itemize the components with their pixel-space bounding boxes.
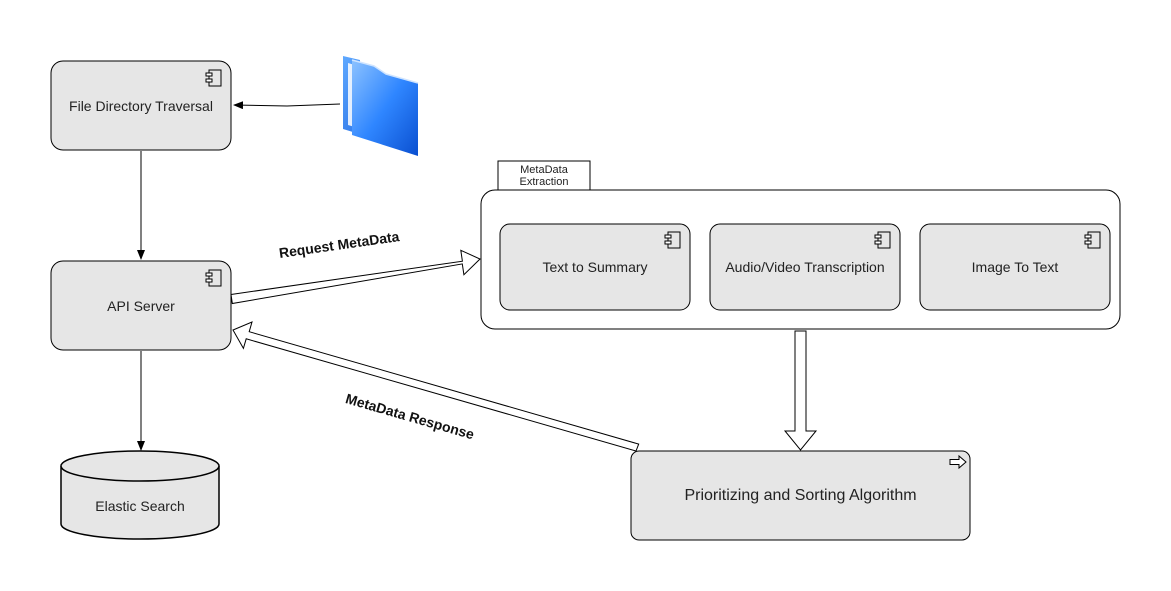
component-icon bbox=[1084, 231, 1101, 249]
component-icon bbox=[205, 269, 222, 287]
file-directory-traversal-box[interactable] bbox=[50, 60, 232, 151]
request-metadata-arrow bbox=[230, 249, 481, 305]
image-to-text-box[interactable] bbox=[919, 223, 1111, 311]
api-server-box[interactable] bbox=[50, 260, 232, 351]
audio-video-transcription-box[interactable] bbox=[709, 223, 901, 311]
metadata-response-arrow bbox=[232, 321, 640, 452]
extraction-to-prioritizing-arrow bbox=[783, 330, 818, 451]
metadata-extraction-tab bbox=[497, 160, 591, 192]
text-to-summary-box[interactable] bbox=[499, 223, 691, 311]
component-icon bbox=[205, 69, 222, 87]
arrow-right-icon bbox=[949, 454, 967, 470]
folder-to-traversal-arrow bbox=[233, 101, 341, 110]
prioritizing-sorting-box[interactable] bbox=[630, 450, 971, 541]
elastic-search-database[interactable] bbox=[60, 450, 220, 540]
component-icon bbox=[664, 231, 681, 249]
folder-icon bbox=[343, 56, 419, 156]
component-icon bbox=[874, 231, 891, 249]
